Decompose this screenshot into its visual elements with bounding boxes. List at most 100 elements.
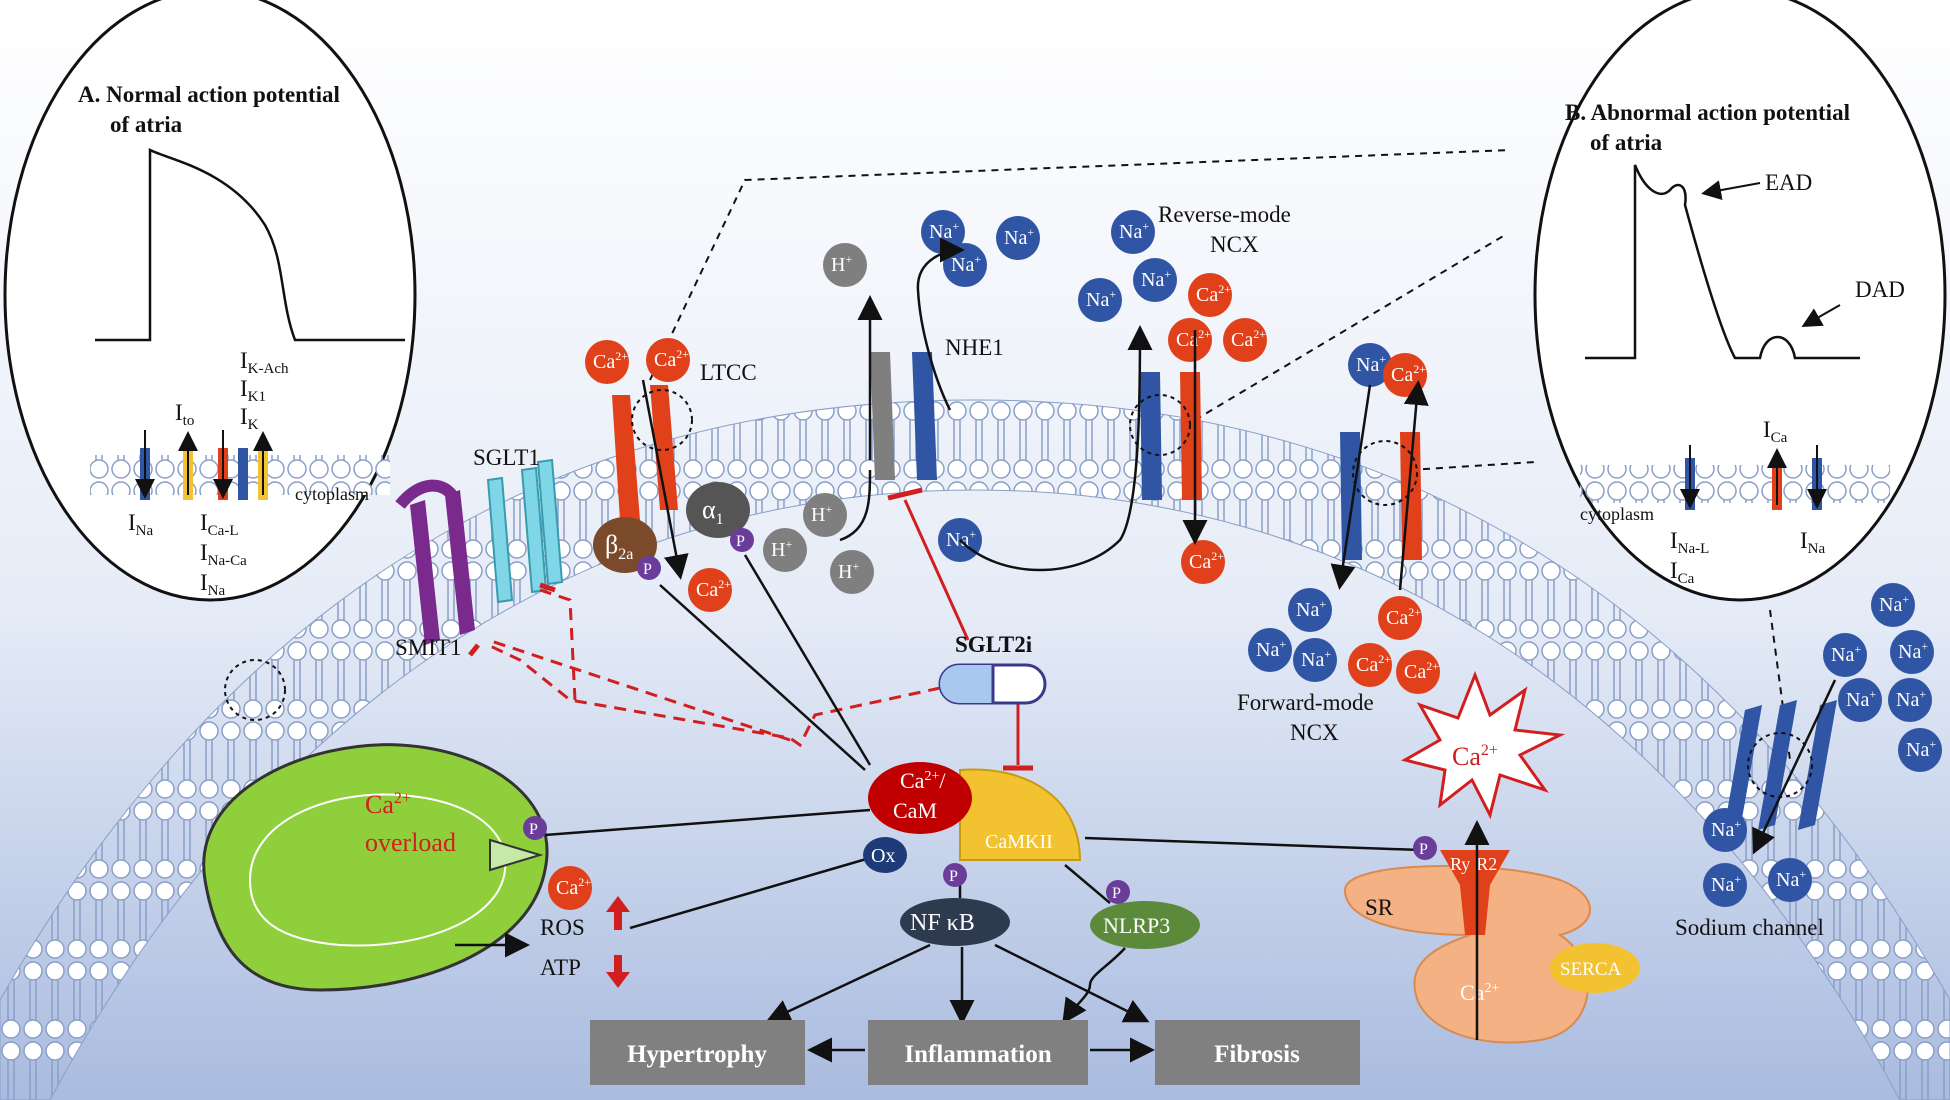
camkii-to-mito-line bbox=[544, 808, 871, 837]
na-ion: Na+ bbox=[1898, 728, 1942, 772]
cytoplasm-label-a: cytoplasm bbox=[295, 484, 369, 504]
na-ion-label: Na+ bbox=[1776, 867, 1806, 891]
ca-ion-label: Ca2+ bbox=[1356, 652, 1391, 676]
outcome-arrows bbox=[765, 943, 1155, 1063]
na-ion: Na+ bbox=[1288, 588, 1332, 632]
panel-b-title-2: of atria bbox=[1590, 130, 1663, 155]
na-ion: Na+ bbox=[1111, 210, 1155, 254]
na-ion: Na+ bbox=[1890, 630, 1934, 674]
i-nal-label: INa-L bbox=[1670, 528, 1709, 557]
ros-up-arrow bbox=[606, 896, 630, 930]
transport-arrows bbox=[641, 237, 1837, 855]
ca-ion-label: Ca2+ bbox=[1386, 605, 1421, 629]
beta2a-label: β2a bbox=[605, 530, 633, 563]
ca-ion-label: Ca2+ bbox=[1231, 327, 1266, 351]
panel-a-normal-ap: A. Normal action potential of atria IK-A… bbox=[3, 0, 417, 602]
alpha1-label: α1 bbox=[702, 495, 724, 528]
camkii-to-ryr2-line bbox=[1084, 836, 1421, 852]
ca-ion-label: Ca2+ bbox=[593, 349, 628, 373]
i-naca-label: INa-Ca bbox=[200, 540, 247, 569]
inflammation-box bbox=[868, 1020, 1088, 1085]
p-marker-label: P bbox=[949, 868, 958, 885]
sodium-channel bbox=[1723, 700, 1837, 835]
panel-a-title-1: A. Normal action potential bbox=[78, 82, 340, 107]
na-ion: Na+ bbox=[1838, 678, 1882, 722]
na-ion: Na+ bbox=[1348, 343, 1392, 387]
na-ion-label: Na+ bbox=[1086, 287, 1116, 311]
ltcc-channel bbox=[612, 385, 693, 520]
p-marker: P bbox=[943, 863, 967, 887]
p-marker-label: P bbox=[1419, 841, 1428, 858]
na-ion: Na+ bbox=[1768, 858, 1812, 902]
camkii-to-nlrp3-line bbox=[1064, 864, 1111, 904]
forward-ncx bbox=[1340, 432, 1422, 560]
dashed-link-ltcc-to-b bbox=[649, 149, 1511, 381]
i-k-label: IK bbox=[240, 404, 259, 433]
h-ion-label: H+ bbox=[838, 559, 859, 583]
smit1-transporter bbox=[395, 479, 475, 645]
p-marker-label: P bbox=[529, 821, 538, 838]
hypertrophy-label: Hypertrophy bbox=[627, 1041, 767, 1068]
p-marker: P bbox=[637, 556, 661, 580]
panel-a-title-2: of atria bbox=[110, 112, 183, 137]
na-ion-label: Na+ bbox=[1711, 872, 1741, 896]
ca-ion-label: Ca2+ bbox=[1189, 549, 1224, 573]
na-ion: Na+ bbox=[1133, 258, 1177, 302]
na-ion-label: Na+ bbox=[929, 219, 959, 243]
i-ca-label: ICa bbox=[1670, 558, 1695, 587]
na-ion: Na+ bbox=[996, 216, 1040, 260]
h-ion: H+ bbox=[763, 528, 807, 572]
ead-label: EAD bbox=[1765, 170, 1812, 195]
na-ion: Na+ bbox=[1871, 583, 1915, 627]
p-marker: P bbox=[730, 528, 754, 552]
zoom-circle-a bbox=[224, 659, 286, 721]
ion-layer: Na+Na+Na+Na+Na+Na+Na+Na+Na+Na+Na+Na+Na+N… bbox=[548, 210, 1942, 910]
ca-ion-label: Ca2+ bbox=[1176, 327, 1211, 351]
beta2a-receptor bbox=[593, 517, 657, 573]
na-ion-label: Na+ bbox=[1906, 737, 1936, 761]
inflammation-label: Inflammation bbox=[904, 1041, 1051, 1068]
ca-ion-label: Ca2+ bbox=[556, 875, 591, 899]
p-marker-label: P bbox=[736, 533, 745, 550]
ca-ion: Ca2+ bbox=[1348, 643, 1392, 687]
na-ion-label: Na+ bbox=[1879, 592, 1909, 616]
ox-to-ros-line bbox=[629, 853, 881, 930]
na-ion-label: Na+ bbox=[1898, 639, 1928, 663]
camkii-complex bbox=[863, 762, 1082, 873]
cam-label-2: CaM bbox=[893, 798, 937, 823]
ox-label: Ox bbox=[871, 845, 895, 867]
hypertrophy-box bbox=[590, 1020, 805, 1085]
p-marker: P bbox=[523, 816, 547, 840]
sglt2i-pill bbox=[938, 663, 1047, 705]
fibrosis-label: Fibrosis bbox=[1214, 1041, 1300, 1068]
na-ion-label: Na+ bbox=[1256, 637, 1286, 661]
ca-ion: Ca2+ bbox=[688, 568, 732, 612]
camkii-label: CaMKII bbox=[985, 831, 1053, 853]
sr-ca-label: Ca2+ bbox=[1460, 980, 1499, 1005]
inhibitory-lines bbox=[468, 487, 1033, 771]
h-ion: H+ bbox=[823, 243, 867, 287]
na-ion-label: Na+ bbox=[1711, 817, 1741, 841]
na-ion: Na+ bbox=[943, 243, 987, 287]
sarcoplasmic-reticulum bbox=[1343, 850, 1640, 1044]
na-ion-label: Na+ bbox=[1896, 687, 1926, 711]
p-marker: P bbox=[1106, 880, 1130, 904]
ca-ion: Ca2+ bbox=[1383, 353, 1427, 397]
na-ion-label: Na+ bbox=[946, 527, 976, 551]
i-kach-label: IK-Ach bbox=[240, 348, 289, 377]
serca-label: SERCA bbox=[1560, 959, 1622, 980]
ca-ion-label: Ca2+ bbox=[1404, 659, 1439, 683]
burst-ca-label: Ca2+ bbox=[1452, 742, 1498, 771]
na-ion: Na+ bbox=[1823, 633, 1867, 677]
h-ion: H+ bbox=[803, 493, 847, 537]
ca-ion: Ca2+ bbox=[1378, 596, 1422, 640]
alpha1-to-camkii-line bbox=[743, 554, 872, 766]
na-ion-label: Na+ bbox=[1004, 225, 1034, 249]
i-na2-label: INa bbox=[200, 570, 226, 599]
na-ion: Na+ bbox=[1888, 678, 1932, 722]
ca-ion: Ca2+ bbox=[1168, 318, 1212, 362]
na-ion-label: Na+ bbox=[1296, 597, 1326, 621]
p-marker-label: P bbox=[1112, 885, 1121, 902]
